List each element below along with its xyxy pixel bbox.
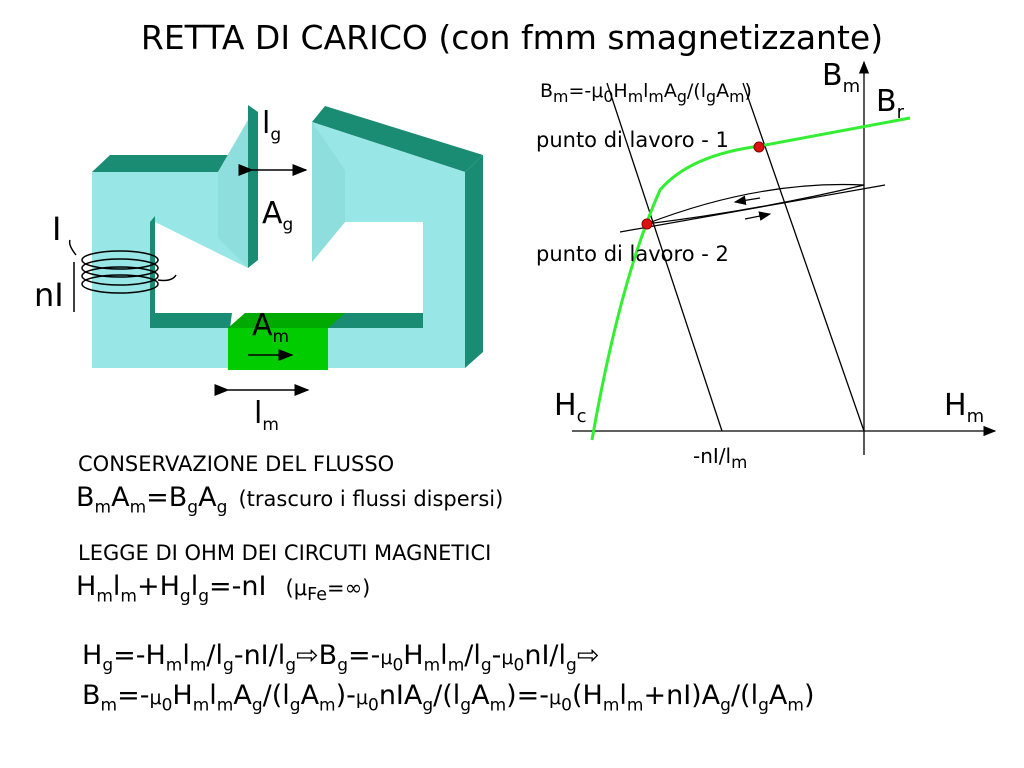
h-axis-label: Hm [944,388,985,427]
recoil-arrow-left [733,195,761,206]
working-point-2 [641,218,653,230]
gap-length-label: lg [262,106,282,145]
point-2-label: punto di lavoro - 2 [536,242,729,266]
core-top-edge-left [92,155,235,172]
recoil-arrow-right [744,211,772,221]
core-inner-edge-bottom-right [328,313,423,328]
ohm-note: (μFe=∞) [285,576,371,606]
core-pole-right-top [312,106,483,172]
magnet-top [228,313,345,328]
magnet-area-label: Am [252,308,290,347]
intercept-label: -nI/lm [693,444,748,472]
working-point-1 [753,141,765,153]
load-line-2 [742,82,865,432]
hc-label: Hc [554,388,587,427]
core-inner-edge-bottom [150,313,232,328]
demagnetization-curve [590,116,911,441]
core-left-face [92,120,248,368]
load-line-1 [606,82,723,432]
flux-equation-row: BmAm=BgAg (trascuro i flussi dispersi) [76,482,503,517]
derivation-line-2: Bm=-μ0HmlmAg/(lgAm)-μ0nIAg/(lgAm)=-μ0(Hm… [82,680,815,716]
core-pole-left-edge [248,105,258,268]
point-1-label: punto di lavoro - 1 [536,128,729,152]
b-axis-label: Bm [822,58,861,97]
core-pole-left [218,120,248,268]
current-label: I [52,210,62,248]
flux-heading: CONSERVAZIONE DEL FLUSSO [78,452,395,476]
mmf-label: nI [34,276,64,314]
recoil-loop [645,183,865,225]
page-title: RETTA DI CARICO (con fmm smagnetizzante) [140,18,884,57]
gap-area-label: Ag [262,196,294,235]
load-line-equation: Bm=-μ0HmlmAg/(lgAm) [540,80,752,106]
recoil-line-ext [619,184,886,233]
br-label: Br [876,84,904,123]
core-right-face [312,122,465,368]
flux-note: (trascuro i flussi dispersi) [238,487,504,511]
core-top-edge-right [465,155,483,368]
ohm-heading: LEGGE DI OHM DEI CIRCUTI MAGNETICI [78,541,492,565]
flux-equation: BmAm=BgAg [76,482,228,518]
ohm-equation: Hmlm+Hglg=-nI [76,571,267,607]
magnet-block [228,328,328,370]
derivation-line-1: Hg=-Hmlm/lg-nI/lg⇨Bg=-μ0Hmlm/lg-μ0nI/lg⇨ [82,640,600,676]
ohm-equation-row: Hmlm+Hglg=-nI (μFe=∞) [76,571,370,606]
coil [68,239,177,294]
magnet-length-label: lm [254,396,279,435]
core-pole-right [312,122,345,262]
